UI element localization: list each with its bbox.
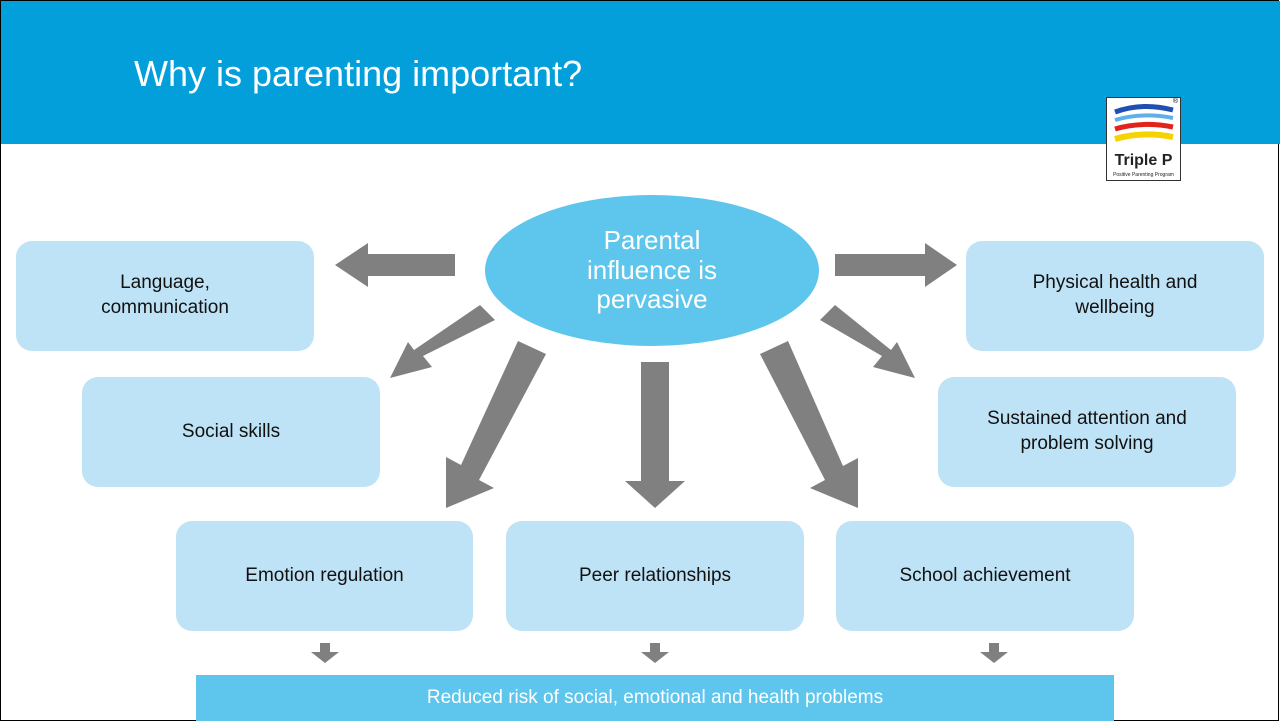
- center-label: Parental influence is pervasive: [586, 224, 718, 315]
- box-language-label: Language, communication: [101, 272, 229, 318]
- box-school: School achievement: [836, 521, 1134, 631]
- registered-mark: ®: [1172, 98, 1178, 105]
- box-emotion: Emotion regulation: [176, 521, 473, 631]
- slide-title: Why is parenting important?: [134, 53, 583, 94]
- logo-tagline: Positive Parenting Program: [1113, 172, 1174, 178]
- box-attention-label: Sustained attention and problem solving: [987, 408, 1187, 454]
- box-peer: Peer relationships: [506, 521, 804, 631]
- logo-stripes-icon: [1114, 104, 1174, 142]
- triple-p-logo: ® Triple P Positive Parenting Program: [1106, 97, 1181, 181]
- box-language: Language, communication: [16, 241, 314, 351]
- box-emotion-label: Emotion regulation: [245, 564, 404, 586]
- box-social: Social skills: [82, 377, 380, 487]
- outcome-bar: Reduced risk of social, emotional and he…: [196, 675, 1114, 721]
- title-bar: Why is parenting important?: [1, 1, 1280, 144]
- box-social-label: Social skills: [181, 420, 281, 442]
- outcome-label: Reduced risk of social, emotional and he…: [426, 687, 884, 708]
- box-attention: Sustained attention and problem solving: [938, 377, 1236, 487]
- logo-brand: Triple P: [1114, 152, 1173, 169]
- box-school-label: School achievement: [899, 564, 1071, 586]
- box-peer-label: Peer relationships: [578, 564, 732, 586]
- box-physical: Physical health and wellbeing: [966, 241, 1264, 351]
- center-ellipse: Parental influence is pervasive: [485, 195, 819, 346]
- box-physical-label: Physical health and wellbeing: [1032, 272, 1198, 318]
